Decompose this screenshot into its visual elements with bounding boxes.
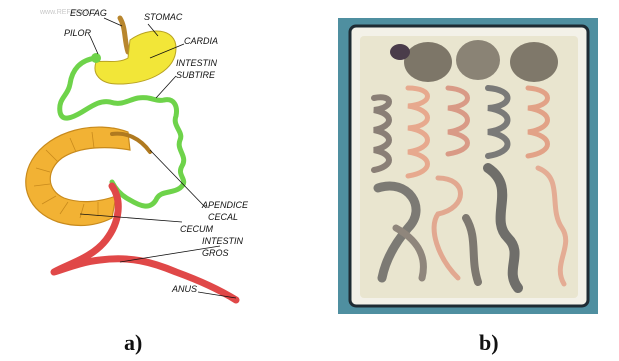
colon-shape [26, 127, 130, 225]
label-esofag: ESOFAG [70, 8, 107, 18]
label-pilor: PILOR [64, 28, 92, 38]
label-intestin-subtire-1: INTESTIN [176, 58, 218, 68]
label-stomac: STOMAC [144, 12, 183, 22]
label-cardia: CARDIA [184, 36, 218, 46]
label-intestin-gros-2: GROS [202, 248, 229, 258]
label-apendice-2: CECAL [208, 212, 238, 222]
label-cecum: CECUM [180, 224, 214, 234]
dissection-photo [338, 18, 598, 314]
caption-b: b) [479, 330, 499, 356]
stomach-shape [95, 31, 176, 84]
label-intestin-gros-1: INTESTIN [202, 236, 244, 246]
caption-a: a) [124, 330, 142, 356]
stomach-organs [390, 40, 558, 82]
label-apendice-1: APENDICE [201, 200, 249, 210]
esophagus-shape [120, 18, 128, 52]
label-intestin-subtire-2: SUBTIRE [176, 70, 216, 80]
digestive-tract-diagram: www.REFERAT.ro [0, 0, 300, 320]
label-anus: ANUS [171, 284, 197, 294]
